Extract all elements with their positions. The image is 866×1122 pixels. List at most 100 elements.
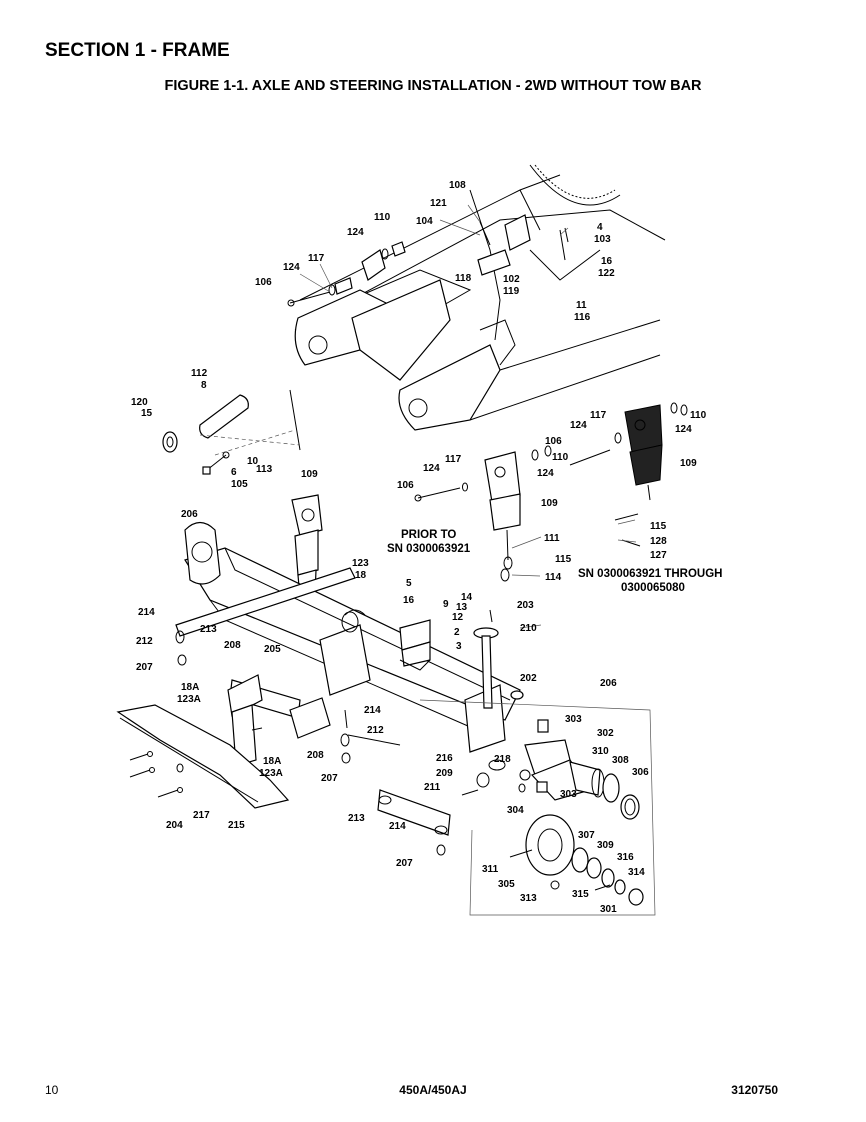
part-label: 127	[650, 550, 667, 561]
part-label: 11	[576, 300, 587, 311]
part-label: 303	[560, 789, 577, 800]
part-label: 208	[307, 750, 324, 761]
document-number: 3120750	[731, 1083, 778, 1097]
through-note: SN 0300063921 THROUGH	[578, 568, 722, 580]
axle-beam	[184, 521, 521, 753]
part-label: 105	[231, 479, 248, 490]
part-label: 215	[228, 820, 245, 831]
cylinder-bolts	[414, 402, 688, 502]
part-label: 308	[612, 755, 629, 766]
part-label: 124	[283, 262, 300, 273]
through-serial: 0300065080	[621, 582, 685, 594]
part-label: 124	[570, 420, 587, 431]
part-label: 4	[597, 222, 603, 233]
part-label: 10	[247, 456, 259, 467]
part-label: 2	[454, 627, 460, 638]
part-label: 16	[601, 256, 613, 267]
part-label: 210	[520, 623, 537, 634]
part-label: 109	[541, 498, 558, 509]
part-label: 110	[552, 452, 569, 463]
part-label: 212	[136, 636, 153, 647]
part-label: 108	[449, 180, 466, 191]
part-label: 111	[544, 533, 560, 544]
part-label: 8	[201, 380, 207, 391]
part-label: 316	[617, 852, 634, 863]
part-label: 110	[374, 212, 391, 223]
part-label: 119	[503, 286, 520, 297]
part-label: 209	[436, 768, 453, 779]
part-label: 117	[308, 253, 325, 264]
part-label: 124	[423, 463, 440, 474]
part-label: 314	[628, 867, 645, 878]
part-label: 307	[578, 830, 595, 841]
part-label: 205	[264, 644, 281, 655]
part-label: 216	[436, 753, 453, 764]
part-label: 117	[445, 454, 462, 465]
part-label: 124	[537, 468, 554, 479]
kingpin	[473, 609, 524, 709]
part-label: 12	[452, 612, 464, 623]
lower-tie-rod	[377, 789, 451, 856]
frame-assembly	[289, 164, 666, 451]
part-label: 207	[136, 662, 153, 673]
part-label: 9	[443, 599, 449, 610]
part-label: 112	[191, 368, 208, 379]
part-label: 207	[321, 773, 338, 784]
part-label: 102	[503, 274, 520, 285]
part-label: 218	[494, 754, 511, 765]
part-label: 309	[597, 840, 614, 851]
part-label: 124	[675, 424, 692, 435]
section-title: SECTION 1 - FRAME	[45, 40, 230, 61]
part-label: 103	[594, 234, 611, 245]
part-label: 14	[461, 592, 473, 603]
part-label: 106	[397, 480, 414, 491]
part-label: 123	[352, 558, 369, 569]
part-label: 304	[507, 805, 524, 816]
part-label: 214	[138, 607, 155, 618]
part-label: 116	[574, 312, 591, 323]
part-label: 214	[389, 821, 406, 832]
part-label: 301	[600, 904, 617, 915]
part-label: 315	[572, 889, 589, 900]
part-label: 203	[517, 600, 534, 611]
upper-left-hardware	[287, 221, 569, 307]
serial-notes: PRIOR TO SN 0300063921 SN 0300063921 THR…	[387, 529, 722, 594]
part-label: 206	[181, 509, 198, 520]
figure-title: FIGURE 1-1. AXLE AND STEERING INSTALLATI…	[164, 78, 702, 94]
part-label: 123A	[177, 694, 201, 705]
spindle-hub-box	[419, 699, 656, 916]
part-label: 120	[131, 397, 148, 408]
prior-to-note: PRIOR TO	[401, 529, 456, 541]
part-label: 121	[430, 198, 447, 209]
part-label: 106	[545, 436, 562, 447]
part-label: 124	[347, 227, 364, 238]
part-label: 114	[545, 572, 562, 583]
part-label: 109	[301, 469, 318, 480]
part-label: 115	[555, 554, 572, 565]
part-label: 202	[520, 673, 537, 684]
part-label: 206	[600, 678, 617, 689]
part-label: 212	[367, 725, 384, 736]
part-label: 208	[224, 640, 241, 651]
part-label: 115	[650, 521, 667, 532]
model-name: 450A/450AJ	[399, 1083, 467, 1097]
part-label: 109	[680, 458, 697, 469]
part-label: 213	[200, 624, 217, 635]
part-label: 113	[256, 464, 273, 475]
page-number: 10	[45, 1083, 59, 1097]
part-label: 6	[231, 467, 237, 478]
part-label: 123A	[259, 768, 283, 779]
part-label: 16	[403, 595, 415, 606]
part-label: 3	[456, 641, 462, 652]
part-label: 204	[166, 820, 183, 831]
part-label: 211	[424, 782, 441, 793]
leader-lines	[299, 204, 637, 629]
part-label: 15	[141, 408, 153, 419]
part-label: 18A	[181, 682, 199, 693]
part-labels: 108 121 104 110 124 4 103 117 124 106 11…	[131, 180, 707, 915]
part-label: 311	[482, 864, 499, 875]
part-label: 305	[498, 879, 515, 890]
part-label: 118	[455, 273, 472, 284]
part-label: 106	[255, 277, 272, 288]
part-label: 213	[348, 813, 365, 824]
